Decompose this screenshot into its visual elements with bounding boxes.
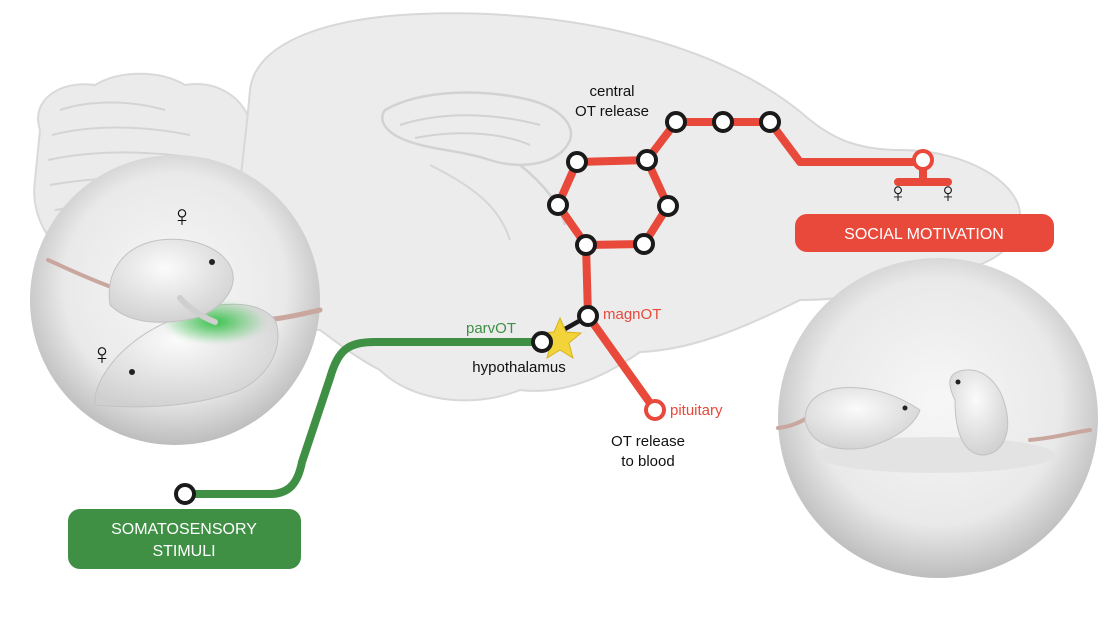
node-hex-top-left xyxy=(566,151,588,173)
somatosensory-box-line1: SOMATOSENSORY xyxy=(111,521,257,538)
female-symbol-social-left: ♀ xyxy=(888,177,909,208)
magnOT-label: magnOT xyxy=(603,306,661,323)
node-hex-top-right xyxy=(636,149,658,171)
female-symbol-social-right: ♀ xyxy=(938,177,959,208)
parvOT-label: parvOT xyxy=(466,320,516,337)
blood-release-label-line2: to blood xyxy=(621,453,674,470)
somatosensory-stimuli-box: SOMATOSENSORY STIMULI xyxy=(68,509,301,569)
social-motivation-box-label: SOCIAL MOTIVATION xyxy=(844,226,1004,243)
tactile-interaction-image xyxy=(30,155,323,445)
node-hex-left xyxy=(547,194,569,216)
somatosensory-pathway xyxy=(181,338,546,498)
network-nodes xyxy=(174,111,781,505)
node-hex-bottom-left xyxy=(575,234,597,256)
social-motivation-box: SOCIAL MOTIVATION xyxy=(795,214,1054,252)
central-release-label-line1: central xyxy=(589,83,634,100)
somatosensory-box-line2: STIMULI xyxy=(152,543,215,560)
female-symbol-bottom: ♀ xyxy=(91,338,114,371)
node-hex-right xyxy=(657,195,679,217)
node-chain-3 xyxy=(759,111,781,133)
node-chain-2 xyxy=(712,111,734,133)
pituitary-pathway xyxy=(584,312,659,414)
hippocampus-outline xyxy=(381,91,573,167)
node-chain-1 xyxy=(665,111,687,133)
hypothalamus-label: hypothalamus xyxy=(472,359,565,376)
central-release-label-line2: OT release xyxy=(575,103,649,120)
social-interaction-image xyxy=(776,258,1098,578)
pituitary-label: pituitary xyxy=(670,402,723,419)
node-magnOT xyxy=(577,305,599,327)
node-hex-bottom-right xyxy=(633,233,655,255)
node-social-motivation xyxy=(912,149,934,171)
node-pituitary xyxy=(644,399,666,421)
female-symbol-top: ♀ xyxy=(171,200,194,233)
central-pathway-vertical xyxy=(582,241,592,320)
node-parvOT xyxy=(531,331,553,353)
blood-release-label-line1: OT release xyxy=(611,433,685,450)
node-somatosensory xyxy=(174,483,196,505)
